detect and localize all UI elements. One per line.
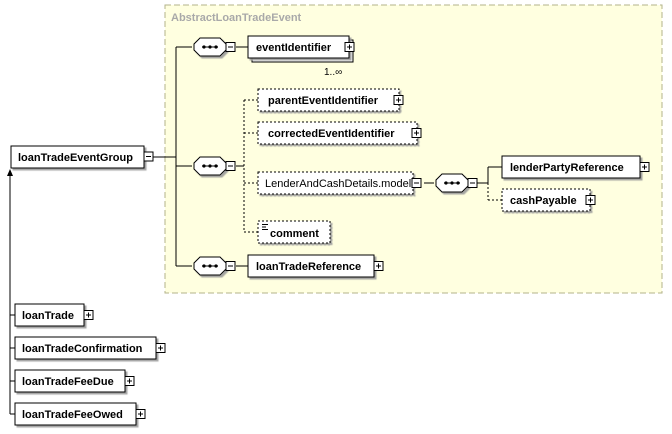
element-loanTradeReference[interactable]: loanTradeReference (247, 254, 375, 278)
element-label: loanTradeEventGroup (18, 152, 133, 164)
element-label: LenderAndCashDetails.model (265, 178, 411, 190)
group-box (164, 4, 663, 294)
expand-icon[interactable] (344, 42, 355, 52)
element-comment[interactable]: comment (257, 220, 331, 244)
expand-icon[interactable] (83, 310, 94, 320)
element-parentEventIdentifier[interactable]: parentEventIdentifier (257, 88, 400, 112)
expand-icon[interactable] (124, 376, 135, 386)
element-label: loanTradeReference (256, 261, 361, 273)
element-eventIdentifier[interactable]: eventIdentifier (247, 35, 354, 63)
expand-icon[interactable] (639, 162, 650, 172)
element-loanTradeFeeDue[interactable]: loanTradeFeeDue (14, 369, 126, 393)
element-label: loanTradeFeeOwed (22, 409, 123, 421)
element-loanTradeEventGroup[interactable]: loanTradeEventGroup (10, 145, 145, 169)
sequence-compositor-top[interactable] (193, 37, 236, 57)
group-title: AbstractLoanTradeEvent (171, 12, 302, 24)
element-label: cashPayable (510, 195, 577, 207)
element-label: correctedEventIdentifier (268, 128, 395, 140)
simple-content-icon (262, 224, 268, 230)
element-label: lenderPartyReference (510, 162, 624, 174)
element-loanTradeFeeOwed[interactable]: loanTradeFeeOwed (14, 402, 137, 426)
element-correctedEventIdentifier[interactable]: correctedEventIdentifier (257, 121, 418, 145)
element-label: comment (270, 228, 319, 240)
element-cashPayable[interactable]: cashPayable (501, 188, 591, 212)
sequence-compositor-lender[interactable] (435, 173, 478, 193)
element-lenderPartyReference[interactable]: lenderPartyReference (501, 155, 641, 179)
expand-icon[interactable] (155, 343, 166, 353)
expand-icon[interactable] (393, 95, 404, 105)
expand-icon[interactable] (135, 409, 146, 419)
collapse-icon[interactable] (411, 178, 422, 188)
sequence-compositor-middle[interactable] (193, 156, 236, 176)
element-loanTrade[interactable]: loanTrade (14, 303, 85, 327)
element-label: loanTradeFeeDue (22, 376, 114, 388)
element-label: parentEventIdentifier (268, 95, 379, 107)
sequence-compositor-bottom[interactable] (193, 256, 236, 276)
element-label: loanTradeConfirmation (22, 343, 143, 355)
expand-icon[interactable] (585, 195, 596, 205)
expand-icon[interactable] (373, 261, 384, 271)
element-loanTradeConfirmation[interactable]: loanTradeConfirmation (14, 336, 157, 360)
element-label: loanTrade (22, 310, 74, 322)
collapse-icon[interactable] (143, 151, 154, 162)
group-ref-LenderAndCashDetails[interactable]: LenderAndCashDetails.model (257, 171, 414, 195)
expand-icon[interactable] (411, 128, 422, 138)
occurrence-label: 1..∞ (324, 67, 342, 78)
element-label: eventIdentifier (256, 42, 332, 54)
